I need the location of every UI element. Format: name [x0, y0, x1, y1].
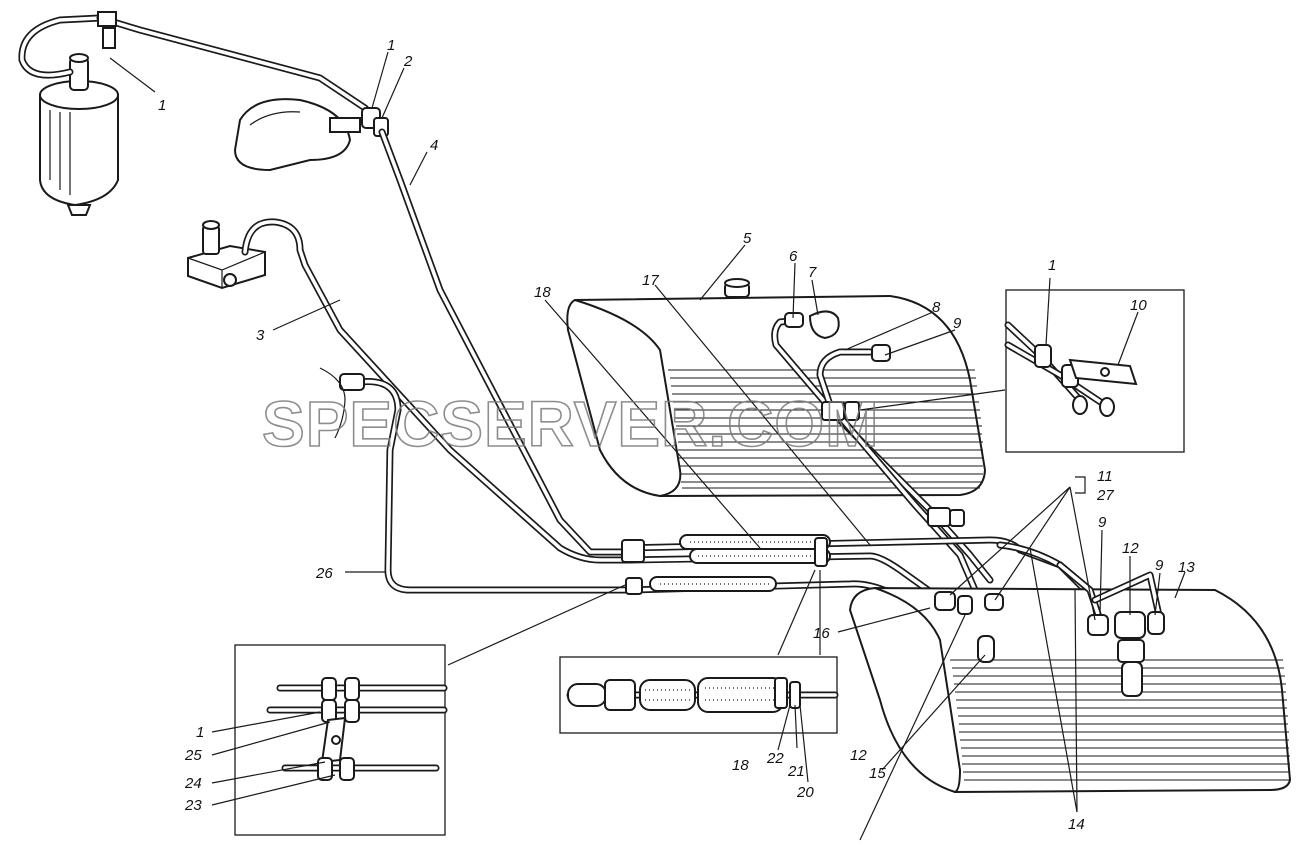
- label-9-upper: 9: [953, 315, 962, 332]
- label-9-mid: 9: [1098, 514, 1107, 531]
- label-24: 24: [184, 775, 202, 792]
- label-14: 14: [1068, 816, 1085, 833]
- label-6: 6: [789, 248, 798, 265]
- filter-hose: [18, 14, 104, 79]
- fuel-tank-lower: [848, 586, 1292, 794]
- label-12-right: 12: [1122, 540, 1139, 557]
- label-18: 18: [534, 284, 551, 301]
- label-1-bracket: 1: [196, 724, 204, 741]
- label-12-bottom: 12: [850, 747, 867, 764]
- label-27: 27: [1096, 487, 1114, 504]
- pipe-3: [241, 218, 634, 564]
- label-5: 5: [743, 230, 752, 247]
- cab-bracket: [233, 98, 361, 172]
- label-15: 15: [869, 765, 886, 782]
- label-16: 16: [813, 625, 830, 642]
- label-1-top: 1: [387, 37, 395, 54]
- label-1-filter: 1: [158, 97, 166, 114]
- pipe-26: [319, 367, 634, 594]
- fuel-filter: [39, 53, 119, 216]
- clamp-1-2: [361, 107, 389, 137]
- leader-lines: [109, 51, 1186, 841]
- label-26: 26: [315, 565, 333, 582]
- label-7: 7: [808, 264, 817, 281]
- label-21: 21: [787, 763, 805, 780]
- label-13: 13: [1178, 559, 1195, 576]
- part-labels: 1 1 2 4 3 5 6 7 8 9 1 10 17 18 11 27 9 1…: [158, 37, 1195, 833]
- label-4: 4: [430, 137, 438, 154]
- valve-block: [187, 220, 266, 290]
- pipe-top: [96, 14, 384, 129]
- watermark-text: SPECSERVER.COM: [262, 388, 879, 460]
- label-22: 22: [766, 750, 784, 767]
- clamp-top: [97, 11, 117, 49]
- label-8: 8: [932, 299, 941, 316]
- pipes-upper-tank: [771, 312, 994, 594]
- inset-bracket-detail: [234, 644, 448, 836]
- label-1-inset: 1: [1048, 257, 1056, 274]
- label-18-inset: 18: [732, 757, 749, 774]
- label-11: 11: [1097, 468, 1113, 485]
- label-2: 2: [403, 53, 413, 70]
- tank-lower-shading: [950, 659, 1290, 781]
- inset-sleeve-detail: [559, 656, 839, 734]
- label-3: 3: [256, 327, 265, 344]
- label-20: 20: [796, 784, 814, 801]
- label-17: 17: [642, 272, 659, 289]
- inset-clamp-detail: [1004, 289, 1185, 453]
- pipe-4: [378, 128, 629, 556]
- label-10: 10: [1130, 297, 1147, 314]
- label-9-right: 9: [1155, 557, 1164, 574]
- label-25: 25: [184, 747, 202, 764]
- label-23: 23: [184, 797, 202, 814]
